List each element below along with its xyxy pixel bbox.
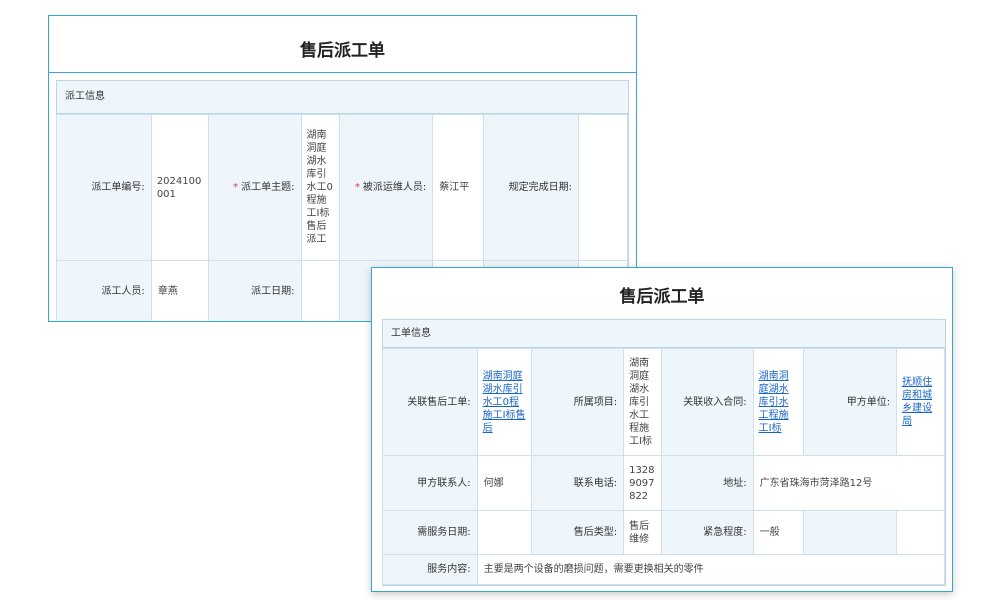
- address-value: 广东省珠海市菏泽路12号: [753, 456, 944, 511]
- service-date-label: 需服务日期:: [383, 511, 478, 555]
- contact-value: 何娜: [477, 456, 532, 511]
- phone-label: 联系电话:: [532, 456, 624, 511]
- table-row: 甲方联系人: 何娜 联系电话: 13289097822 地址: 广东省珠海市菏泽…: [383, 456, 945, 511]
- related-order-label: 关联售后工单:: [383, 349, 478, 456]
- related-order-value: 湖南洞庭湖水库引水工0程施工I标售后: [477, 349, 532, 456]
- content-value: 主要是两个设备的磨损问题，需要更换相关的零件: [477, 555, 944, 585]
- blank-cell: [804, 511, 897, 555]
- address-label: 地址:: [661, 456, 753, 511]
- project-label: 所属项目:: [532, 349, 624, 456]
- urgency-value: 一般: [753, 511, 804, 555]
- subject-label: 派工单主题:: [241, 182, 294, 193]
- service-date-value: [477, 511, 532, 555]
- dispatch-no-label: 派工单编号:: [57, 115, 152, 261]
- section-header: 工单信息: [383, 320, 945, 348]
- form-title: 售后派工单: [49, 16, 636, 73]
- party-a-label: 甲方单位:: [804, 349, 897, 456]
- dispatch-form-front: 售后派工单 工单信息 关联售后工单: 湖南洞庭湖水库引水工0程施工I标售后 所属…: [371, 267, 953, 592]
- project-value: 湖南洞庭湖水库引水工程施工I标: [624, 349, 662, 456]
- dispatch-date-value: [301, 261, 340, 323]
- table-row: 服务内容: 主要是两个设备的磨损问题，需要更换相关的零件: [383, 555, 945, 585]
- dispatcher-label: 派工人员:: [57, 261, 152, 323]
- type-value: 售后维修: [624, 511, 662, 555]
- content-label: 服务内容:: [383, 555, 478, 585]
- required-mark: *: [233, 182, 238, 193]
- table-row: 派工单编号: 2024100001 *派工单主题: 湖南洞庭湖水库引水工0程施工…: [57, 115, 628, 261]
- contract-link[interactable]: 湖南洞庭湖水库引水工程施工I标: [759, 371, 789, 434]
- table-row: 关联售后工单: 湖南洞庭湖水库引水工0程施工I标售后 所属项目: 湖南洞庭湖水库…: [383, 349, 945, 456]
- party-a-value: 抚顺住房和城乡建设局: [897, 349, 945, 456]
- blank-cell: [897, 511, 945, 555]
- table-row: 需服务日期: 售后类型: 售后维修 紧急程度: 一般: [383, 511, 945, 555]
- contact-label: 甲方联系人:: [383, 456, 478, 511]
- subject-value: 湖南洞庭湖水库引水工0程施工I标售后派工: [301, 115, 340, 261]
- form-section: 工单信息 关联售后工单: 湖南洞庭湖水库引水工0程施工I标售后 所属项目: 湖南…: [382, 319, 946, 586]
- phone-value: 13289097822: [624, 456, 662, 511]
- dispatcher-value: 章燕: [151, 261, 208, 323]
- dispatch-no-value: 2024100001: [151, 115, 208, 261]
- required-mark: *: [355, 182, 360, 193]
- urgency-label: 紧急程度:: [661, 511, 753, 555]
- type-label: 售后类型:: [532, 511, 624, 555]
- assignee-label-cell: *被派运维人员:: [340, 115, 433, 261]
- party-a-link[interactable]: 抚顺住房和城乡建设局: [902, 377, 932, 427]
- dispatch-date-label: 派工日期:: [208, 261, 301, 323]
- section-header: 派工信息: [57, 81, 628, 114]
- related-order-link[interactable]: 湖南洞庭湖水库引水工0程施工I标售后: [483, 371, 526, 434]
- due-date-label: 规定完成日期:: [484, 115, 579, 261]
- order-info-table: 关联售后工单: 湖南洞庭湖水库引水工0程施工I标售后 所属项目: 湖南洞庭湖水库…: [382, 348, 945, 585]
- assignee-label: 被派运维人员:: [363, 182, 426, 193]
- assignee-value: 蔡江平: [433, 115, 484, 261]
- subject-label-cell: *派工单主题:: [208, 115, 301, 261]
- due-date-value: [579, 115, 628, 261]
- contract-value: 湖南洞庭湖水库引水工程施工I标: [753, 349, 804, 456]
- contract-label: 关联收入合同:: [661, 349, 753, 456]
- form-title: 售后派工单: [372, 268, 952, 310]
